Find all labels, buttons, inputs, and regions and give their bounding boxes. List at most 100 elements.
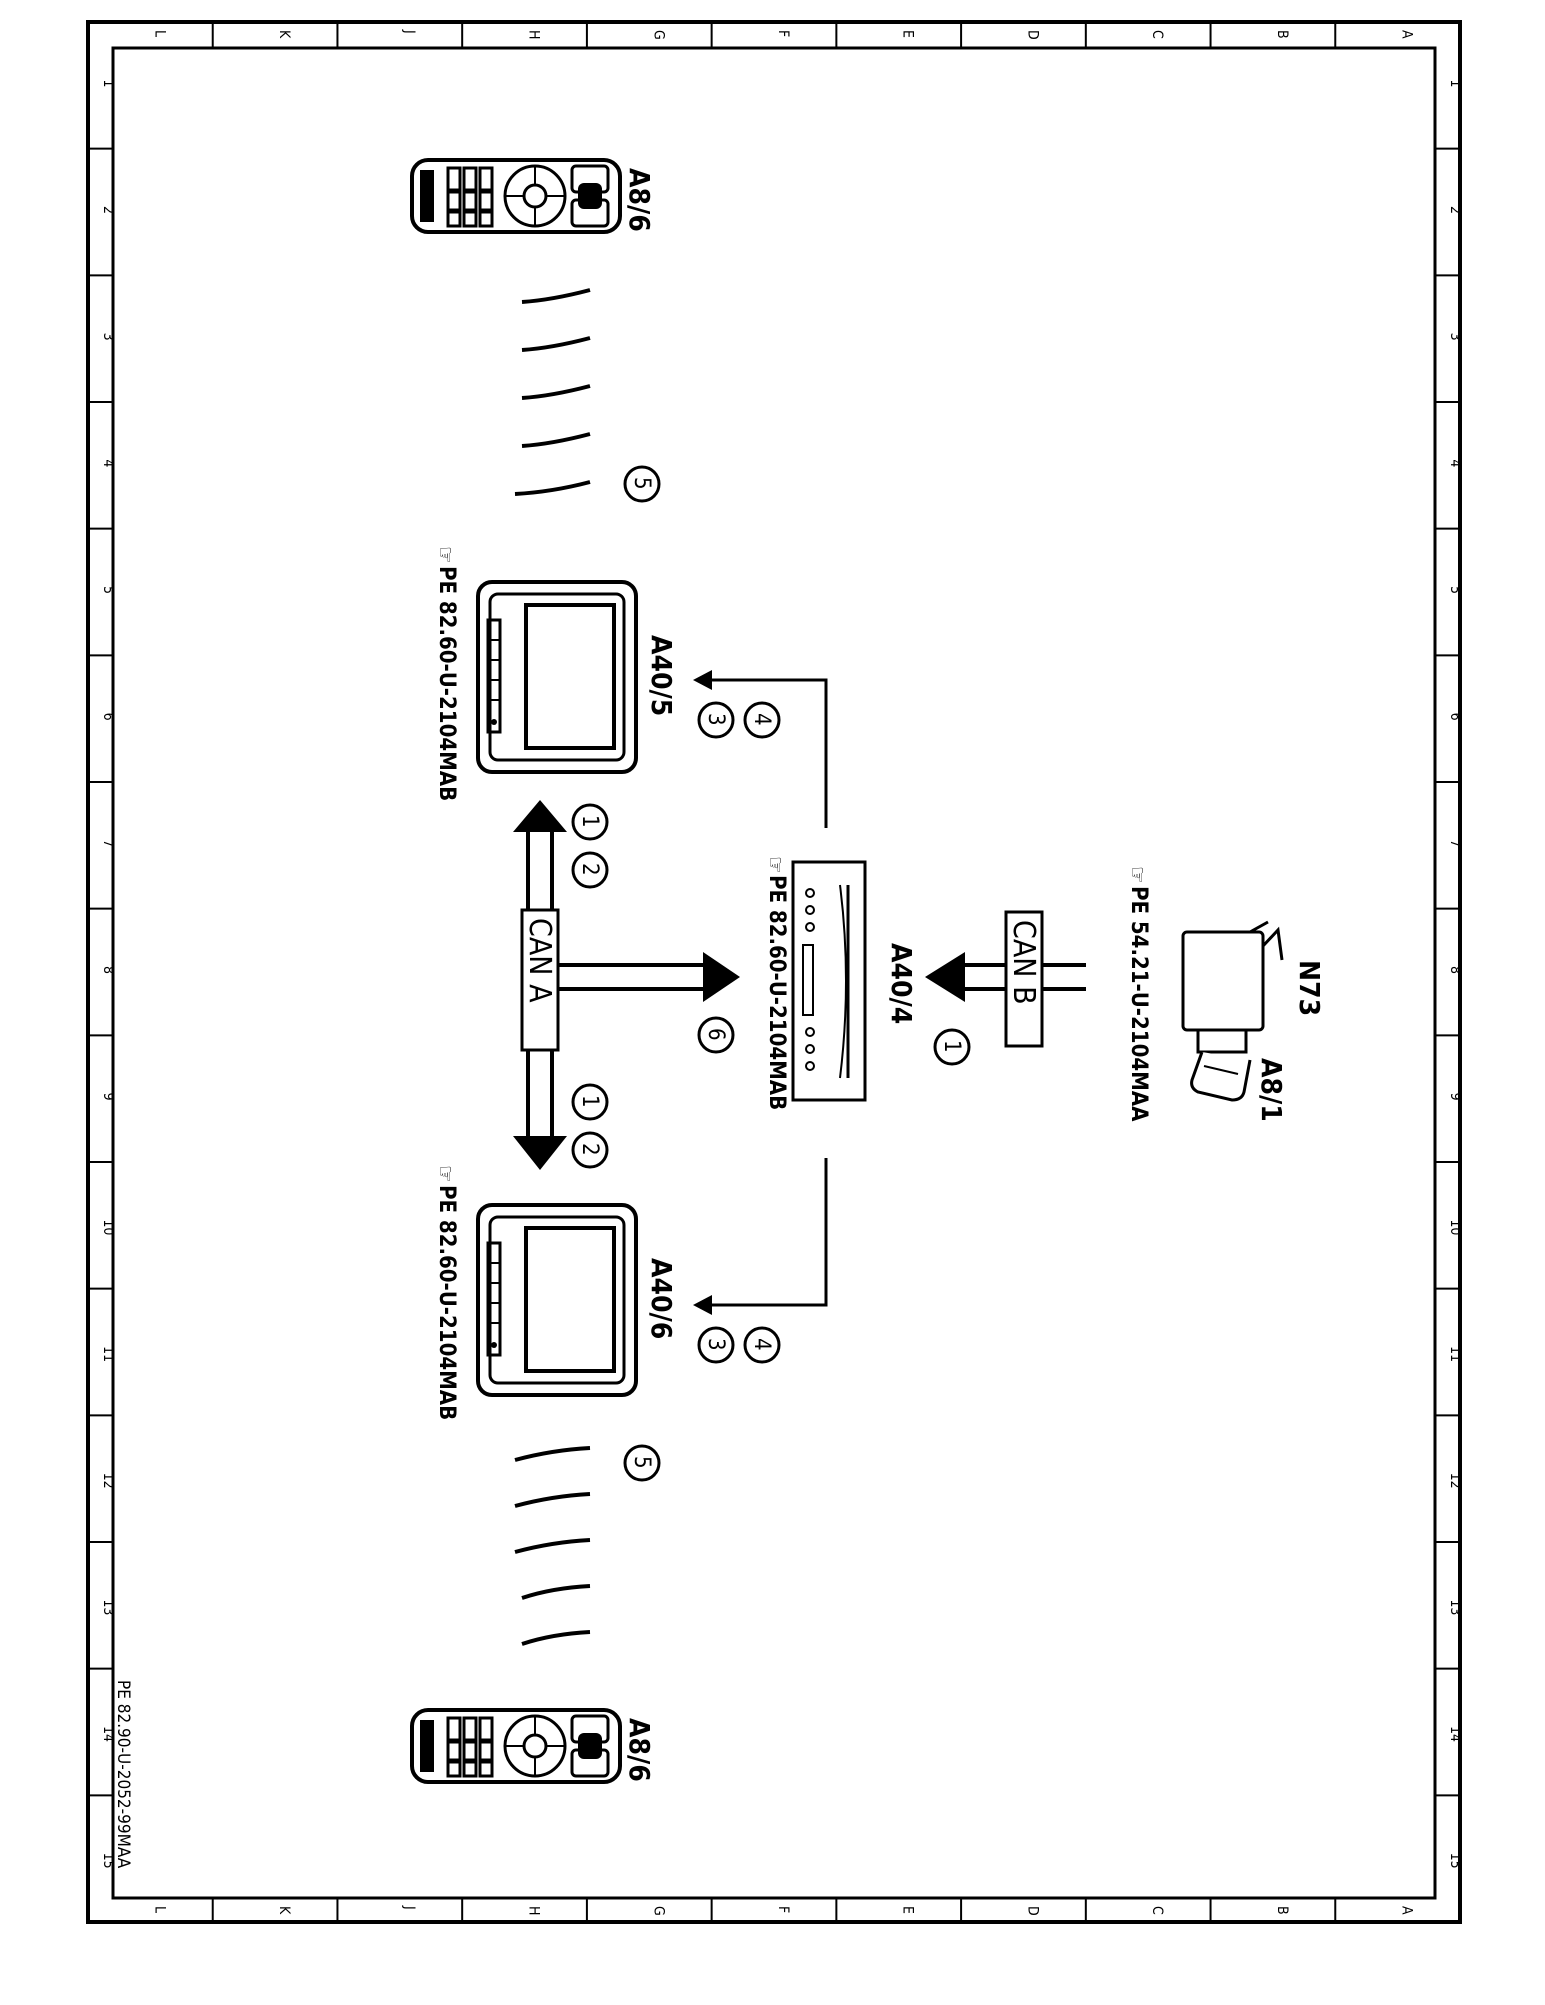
svg-text:3: 3 — [703, 713, 728, 726]
column-label: A — [1399, 1906, 1415, 1915]
label-a8-1: A8/1 — [1255, 1058, 1288, 1122]
label-can-a: CAN A — [522, 918, 557, 1003]
arrow-to-a40-6 — [693, 1295, 712, 1315]
ref-hand-icon-a40-4: ☞ — [762, 856, 787, 874]
row-label: 13 — [1447, 1599, 1463, 1615]
callout-3-lower: 3 — [697, 1326, 735, 1364]
infrared-waves-top — [514, 288, 591, 496]
column-label: F — [775, 30, 791, 37]
row-label: 8 — [100, 966, 116, 974]
can-a-arrow-to-a40-6 — [513, 1136, 567, 1170]
can-b-arrowhead — [925, 952, 965, 1002]
row-label: 7 — [1447, 839, 1463, 847]
column-label: E — [900, 1906, 916, 1914]
svg-text:1: 1 — [577, 1095, 602, 1108]
remote-control-a8-6-top-icon — [410, 158, 622, 234]
row-label: 14 — [1447, 1726, 1463, 1742]
ref-hand-icon-a40-6: ☞ — [432, 1165, 457, 1183]
column-label: C — [1149, 1906, 1165, 1915]
row-label: 13 — [100, 1599, 116, 1615]
row-label: 4 — [100, 459, 116, 467]
outer-frame — [86, 20, 1462, 1924]
label-a40-6: A40/6 — [645, 1258, 678, 1339]
row-label: 6 — [100, 713, 116, 721]
callout-3-upper: 3 — [697, 701, 735, 739]
row-label: 12 — [100, 1473, 116, 1489]
column-label: K — [276, 30, 292, 39]
row-label: 10 — [100, 1219, 116, 1235]
row-label: 14 — [100, 1726, 116, 1742]
callout-5-upper: 5 — [623, 465, 661, 503]
column-label: B — [1274, 30, 1290, 39]
inner-frame — [111, 46, 1437, 1900]
callout-5-lower: 5 — [623, 1444, 661, 1482]
row-label: 7 — [100, 839, 116, 847]
can-a-arrow-to-a40-4 — [703, 952, 740, 1002]
label-n73: N73 — [1293, 960, 1326, 1016]
row-label: 4 — [1447, 459, 1463, 467]
arrow-to-a40-5 — [693, 670, 712, 690]
svg-text:1: 1 — [939, 1040, 964, 1053]
column-label: L — [151, 30, 167, 37]
callout-2-upper: 2 — [571, 851, 609, 889]
row-label: 5 — [100, 586, 116, 594]
row-label: 8 — [1447, 966, 1463, 974]
can-b-label-box — [1004, 910, 1044, 1048]
label-a8-6-top: A8/6 — [623, 168, 656, 232]
can-a-arrow-to-a40-5 — [513, 800, 567, 832]
signal-line-to-a40-6 — [712, 1158, 828, 1307]
column-label: A — [1399, 30, 1415, 39]
callout-1-upper: 1 — [571, 803, 609, 841]
row-label: 2 — [1447, 206, 1463, 214]
display-a40-6-icon — [476, 1203, 638, 1397]
svg-text:5: 5 — [629, 1456, 654, 1469]
column-label: D — [1024, 1906, 1040, 1916]
row-label: 15 — [100, 1853, 116, 1869]
row-label: 12 — [1447, 1473, 1463, 1489]
callout-2-lower: 2 — [571, 1131, 609, 1169]
column-label: H — [526, 30, 542, 39]
can-a-label-box — [520, 908, 560, 1052]
row-label: 3 — [1447, 333, 1463, 341]
svg-text:2: 2 — [577, 1143, 602, 1156]
callout-6: 6 — [697, 1016, 735, 1054]
ignition-switch-n73-icon — [1181, 920, 1284, 1102]
column-grid-ticks — [211, 22, 1337, 1922]
callout-4-lower: 4 — [743, 1326, 781, 1364]
row-label: 2 — [100, 206, 116, 214]
column-label: F — [775, 1906, 791, 1913]
row-label: 9 — [1447, 1093, 1463, 1101]
column-label: J — [401, 29, 417, 34]
signal-line-to-a40-5 — [712, 678, 828, 828]
column-label: K — [276, 1906, 292, 1915]
row-label: 6 — [1447, 713, 1463, 721]
row-label: 1 — [100, 79, 116, 87]
drawing-number: PE 82.90-U-2052-99MAA — [113, 1680, 133, 1869]
ref-hand-icon-a40-5: ☞ — [432, 546, 457, 564]
column-label: B — [1274, 1906, 1290, 1915]
row-label: 11 — [100, 1346, 116, 1362]
ref-a40-5: PE 82.60-U-2104MAB — [434, 566, 459, 801]
column-label: L — [151, 1906, 167, 1913]
column-label: H — [526, 1906, 542, 1915]
a40-4-unit — [791, 860, 867, 1102]
infrared-waves-bottom — [514, 1446, 591, 1646]
callout-1-a40-4: 1 — [933, 1028, 971, 1066]
column-label: D — [1024, 30, 1040, 40]
label-can-b: CAN B — [1006, 920, 1041, 1005]
row-label: 1 — [1447, 79, 1463, 87]
svg-text:1: 1 — [577, 815, 602, 828]
callout-1-lower: 1 — [571, 1083, 609, 1121]
row-label: 10 — [1447, 1219, 1463, 1235]
column-label: C — [1149, 30, 1165, 39]
column-label: E — [900, 30, 916, 38]
svg-text:6: 6 — [703, 1028, 728, 1041]
svg-text:5: 5 — [629, 477, 654, 490]
row-grid-ticks — [88, 147, 1460, 1797]
